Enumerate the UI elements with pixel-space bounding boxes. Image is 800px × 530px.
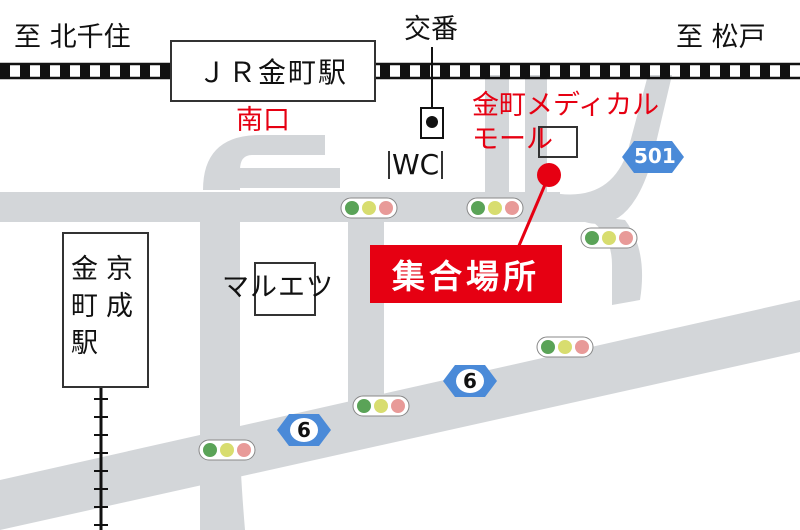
- destination-west: 至 北千住: [14, 22, 131, 53]
- station-plaza-road: [203, 135, 325, 190]
- route-501-shield-icon: [622, 141, 684, 173]
- traffic-signal-icon: [340, 197, 398, 219]
- keisei-station-char: 金: [71, 254, 98, 285]
- keisei-station-char: 駅: [71, 328, 98, 359]
- meeting-point-marker: [516, 163, 561, 249]
- traffic-signal-icon: [352, 395, 410, 417]
- route-6-number: 6: [463, 369, 477, 393]
- traffic-signal-icon: [198, 439, 256, 461]
- traffic-signal-icon: [536, 336, 594, 358]
- traffic-signal-icon: [580, 227, 638, 249]
- jr-railway: [0, 62, 800, 80]
- supermarket-building: [254, 262, 316, 316]
- medical-mall-label: 金町メディカル: [472, 90, 660, 121]
- route-501-number: 501: [634, 144, 676, 168]
- south-exit-label: 南口: [236, 105, 290, 136]
- route-501-road: [548, 75, 672, 224]
- meeting-point-label: 集合場所: [370, 245, 562, 303]
- supermarket-label: マルエツ: [222, 272, 334, 303]
- keisei-station-char: 町: [71, 291, 98, 322]
- police-box-label: 交番: [404, 14, 458, 45]
- route-6-shield-icon: [277, 414, 331, 446]
- route-6-shield-icon: [443, 365, 497, 397]
- east-west-road: [0, 192, 560, 222]
- keisei-station-char: 成: [106, 291, 133, 322]
- traffic-signal-icon: [466, 197, 524, 219]
- mall-access-lane: [525, 75, 547, 195]
- plaza-stub-1: [240, 168, 340, 188]
- southwest-road: [200, 440, 245, 530]
- traffic-signals: [198, 197, 638, 461]
- destination-east: 至 松戸: [676, 22, 766, 53]
- jr-station-label: ＪＲ金町駅: [197, 56, 348, 89]
- station-side-lane: [485, 75, 509, 195]
- medical-mall-building: [538, 126, 578, 158]
- keisei-station-char: 京: [106, 254, 133, 285]
- toilet-label: WC: [388, 151, 444, 179]
- route-6-number: 6: [297, 418, 311, 442]
- meeting-point-text: 集合場所: [392, 257, 540, 296]
- keisei-kanamachi-station: [62, 232, 149, 388]
- jr-kanamachi-station: ＪＲ金町駅: [170, 40, 376, 102]
- police-box-marker: [420, 47, 444, 139]
